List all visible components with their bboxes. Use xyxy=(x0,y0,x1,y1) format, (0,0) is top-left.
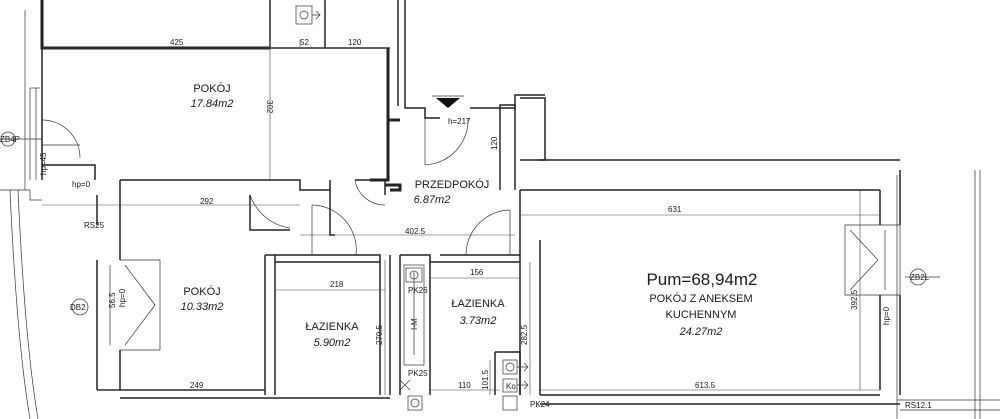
dim-270-5: 270.5 xyxy=(375,324,384,345)
label-rs12-1: RS12.1 xyxy=(905,401,932,410)
dimension-lines xyxy=(42,40,880,395)
room-pokoj-top-name: POKÓJ xyxy=(193,82,230,95)
dim-402-5: 402.5 xyxy=(405,227,426,236)
total-area: Pum=68,94m2 xyxy=(646,270,757,289)
dim-249: 249 xyxy=(190,381,204,390)
dim-613-5: 613.5 xyxy=(695,381,716,390)
room-lazienka-2-area: 3.73m2 xyxy=(460,315,497,327)
dim-52: 52 xyxy=(300,38,309,47)
room-lazienka-1-name: ŁAZIENKA xyxy=(305,321,359,333)
label-hp0-door: hp=0 xyxy=(118,288,127,307)
dim-156: 156 xyxy=(470,268,484,277)
dim-392-5: 392.5 xyxy=(850,289,859,310)
dim-120-side: 120 xyxy=(490,136,499,150)
label-hp0-left: hp=0 xyxy=(72,180,91,189)
room-przedpokoj-area: 6.87m2 xyxy=(414,194,451,206)
label-zb4p: ZB4P xyxy=(0,135,20,144)
room-labels: POKÓJ 17.84m2 POKÓJ 10.33m2 PRZEDPOKÓJ 6… xyxy=(181,82,758,349)
label-pk26: PK26 xyxy=(408,286,428,295)
room-pokoj-left-name: POKÓJ xyxy=(183,285,220,298)
label-ko: Ko xyxy=(506,382,516,391)
room-kitchen-name-line1: POKÓJ Z ANEKSEM xyxy=(649,292,752,305)
doors-windows xyxy=(0,5,940,411)
room-kitchen-area: 24.27m2 xyxy=(679,326,723,338)
dim-110: 110 xyxy=(458,381,471,390)
dim-101-5: 101.5 xyxy=(481,369,490,390)
room-kitchen-name-line2: KUCHENNYM xyxy=(666,309,737,321)
annotations: ZB4P ZB2L DB2 hp=45 hp=0 hp=0 hp=0 RS25 … xyxy=(0,117,932,410)
room-lazienka-1-area: 5.90m2 xyxy=(314,337,351,349)
label-h217: h=217 xyxy=(448,117,471,126)
dim-120-top: 120 xyxy=(348,38,362,47)
label-pk25: PK25 xyxy=(408,369,428,378)
dim-282-5: 282.5 xyxy=(520,324,529,345)
label-hp0-right: hp=0 xyxy=(882,306,891,325)
room-lazienka-2-name: ŁAZIENKA xyxy=(451,298,505,310)
dim-425: 425 xyxy=(170,38,184,47)
label-db2: DB2 xyxy=(70,303,86,312)
label-hp45: hp=45 xyxy=(39,152,48,175)
dim-631: 631 xyxy=(668,205,682,214)
label-im: I-M xyxy=(410,318,419,330)
dimension-labels: 425 52 120 302 120 292 402.5 631 218 156… xyxy=(108,38,859,390)
room-pokoj-left-area: 10.33m2 xyxy=(181,301,224,313)
room-przedpokoj-name: PRZEDPOKÓJ xyxy=(415,178,490,191)
dim-56-5: 56.5 xyxy=(108,292,117,308)
dim-292: 292 xyxy=(200,197,214,206)
label-pk24: PK24 xyxy=(530,400,550,409)
dim-302: 302 xyxy=(265,100,274,114)
room-pokoj-top-area: 17.84m2 xyxy=(191,98,234,110)
dim-218: 218 xyxy=(330,280,344,289)
label-zb2l: ZB2L xyxy=(910,273,930,282)
label-rs25: RS25 xyxy=(84,221,105,230)
